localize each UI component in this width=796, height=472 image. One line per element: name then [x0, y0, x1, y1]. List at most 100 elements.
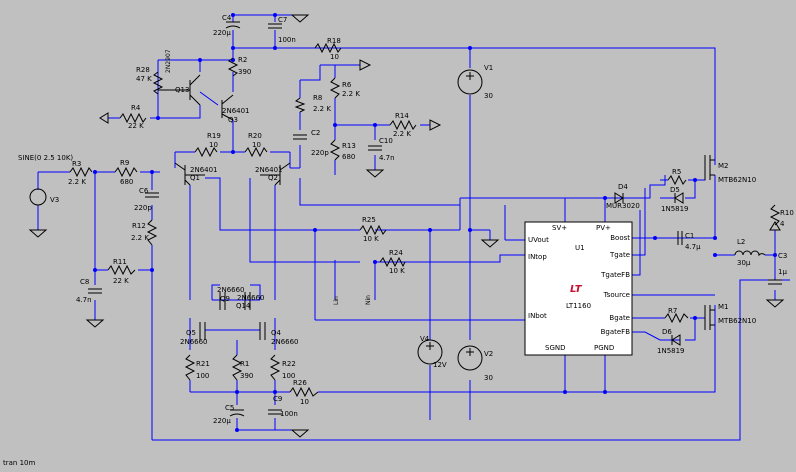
label-m2-value: MTB62N10 [718, 176, 756, 184]
component-labels: C4 220µ C7 100n R18 10 R28 47 K 2N2907 Q… [18, 14, 794, 425]
label-v2-value: 30 [484, 374, 493, 382]
label-r28-value: 47 K [136, 75, 152, 83]
label-m1-ref: M1 [718, 303, 729, 311]
label-d4-ref: D4 [618, 183, 628, 191]
label-q14-value: 2N6660 [237, 294, 265, 302]
ground-symbols [28, 14, 785, 438]
ground-icon [85, 319, 105, 328]
label-r5-ref: R5 [672, 168, 681, 176]
label-l2-value: 30µ [737, 259, 751, 267]
pin-boost: Boost [610, 234, 630, 242]
label-c8-value: 4.7n [76, 296, 92, 304]
label-c2-ref: C2 [311, 129, 320, 137]
label-r28-ref: R28 [136, 66, 150, 74]
label-d5-ref: D5 [670, 186, 680, 194]
label-q3-ref: Q3 [228, 116, 238, 124]
label-r22-value: 100 [282, 372, 295, 380]
label-c5-ref: C5 [225, 404, 234, 412]
ic-part: LT1160 [566, 302, 591, 310]
label-r25-value: 10 K [363, 235, 379, 243]
label-q9-ref: Q9 [220, 295, 230, 303]
label-q3-value: 2N6401 [222, 107, 250, 115]
label-v4-ref: V4 [420, 335, 430, 343]
pin-intop: INtop [528, 253, 547, 261]
label-r13-ref: R13 [342, 142, 356, 150]
label-r12-ref: R12 [132, 222, 146, 230]
label-c6-ref: C6 [139, 187, 149, 195]
label-r21-value: 100 [196, 372, 209, 380]
pin-bgate: Bgate [609, 314, 630, 322]
pin-pgnd: PGND [594, 344, 614, 352]
label-r14-ref: R14 [395, 112, 409, 120]
port-arrow-icon [769, 221, 781, 231]
label-r21-ref: R21 [196, 360, 210, 368]
label-c7-value: 100n [278, 36, 296, 44]
label-r24-ref: R24 [389, 249, 403, 257]
label-q4-ref: Q4 [271, 329, 282, 337]
label-r10-ref: R10 [780, 209, 794, 217]
label-r6-ref: R6 [342, 81, 352, 89]
label-c9-value: 100n [280, 410, 298, 418]
label-r2-ref: R2 [238, 56, 247, 64]
label-r24-value: 10 K [389, 267, 405, 275]
label-r8-value: 2.2 K [313, 105, 331, 113]
ground-icon [290, 429, 310, 438]
label-v2-ref: V2 [484, 350, 493, 358]
label-r20-ref: R20 [248, 132, 262, 140]
label-r3-ref: R3 [72, 160, 81, 168]
label-c2-value: 220p [311, 149, 329, 157]
label-c1-value: 4.7µ [685, 243, 701, 251]
label-r18-ref: R18 [327, 37, 341, 45]
net-label-nin: Nin [365, 295, 372, 305]
label-q14-ref: Q14 [236, 302, 251, 310]
label-c4-ref: C4 [222, 14, 232, 22]
label-r19-ref: R19 [207, 132, 221, 140]
label-c10-ref: C10 [379, 137, 393, 145]
label-v3-ref: V3 [50, 196, 59, 204]
label-v3-value: SINE(0 2.5 10K) [18, 154, 73, 162]
label-q13-value: 2N2907 [165, 49, 172, 73]
label-c10-value: 4.7n [379, 154, 395, 162]
label-q2-value: 2N6401 [255, 166, 283, 174]
pin-tgate: Tgate [609, 251, 630, 259]
junction-dots [93, 13, 777, 432]
label-c3-value: 1µ [778, 268, 787, 276]
label-q5-ref: Q5 [186, 329, 196, 337]
label-r10-value: 4 [780, 220, 785, 228]
port-arrow-icon [99, 112, 109, 124]
label-r9-ref: R9 [120, 159, 129, 167]
label-r11-ref: R11 [113, 258, 127, 266]
ground-icon [480, 239, 500, 248]
pin-pv: PV+ [596, 224, 611, 232]
label-r6-value: 2.2 K [342, 90, 360, 98]
label-d6-value: 1N5819 [657, 347, 685, 355]
label-r4-ref: R4 [131, 104, 141, 112]
component-symbols [29, 21, 782, 417]
label-d4-value: MUR3020 [606, 202, 640, 210]
label-d5-value: 1N5819 [661, 205, 689, 213]
label-c8-ref: C8 [80, 278, 89, 286]
pin-sgnd: SGND [545, 344, 566, 352]
label-r1-ref: R1 [240, 360, 249, 368]
label-r20-value: 10 [252, 141, 261, 149]
label-c3-ref: C3 [778, 252, 787, 260]
label-r8-ref: R8 [313, 94, 322, 102]
label-r9-value: 680 [120, 178, 133, 186]
label-v4-value: 12V [433, 361, 447, 369]
pin-tsource: Tsource [603, 291, 630, 299]
label-c1-ref: C1 [685, 232, 694, 240]
pin-inbot: INbot [528, 312, 547, 320]
label-v1-ref: V1 [484, 64, 493, 72]
pin-tgatefb: TgateFB [600, 271, 630, 279]
label-q2-ref: Q2 [268, 174, 278, 182]
label-r22-ref: R22 [282, 360, 296, 368]
label-q5-value: 2N6660 [180, 338, 208, 346]
label-r11-value: 22 K [113, 277, 129, 285]
label-c6-value: 220p [134, 204, 152, 212]
label-c7-ref: C7 [278, 16, 287, 24]
ic-ref: U1 [575, 244, 585, 252]
label-c9-ref: C9 [273, 395, 282, 403]
label-v1-value: 30 [484, 92, 493, 100]
wires [37, 14, 790, 441]
net-label-lin: Lin [333, 296, 340, 305]
